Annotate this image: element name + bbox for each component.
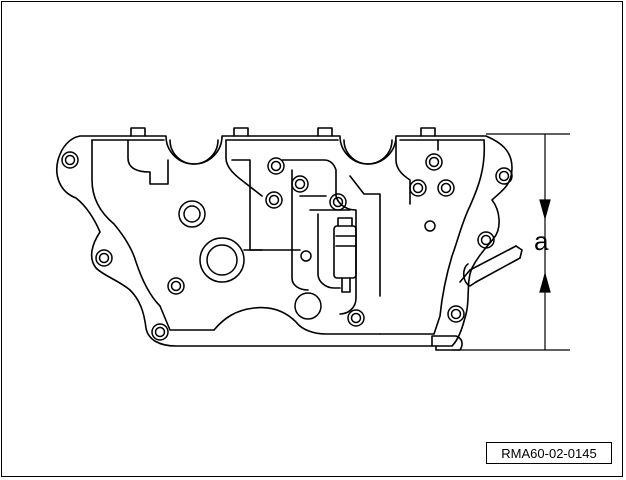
reference-code: RMA60-02-0145 — [486, 442, 612, 464]
dimension-label: a — [534, 226, 549, 256]
bolt-holes — [61, 151, 513, 341]
stud-bolt — [459, 245, 523, 287]
top-lugs — [130, 127, 436, 137]
cylinder-head-outline — [56, 135, 513, 347]
dimension-a — [452, 133, 570, 351]
valve-component — [317, 213, 357, 293]
